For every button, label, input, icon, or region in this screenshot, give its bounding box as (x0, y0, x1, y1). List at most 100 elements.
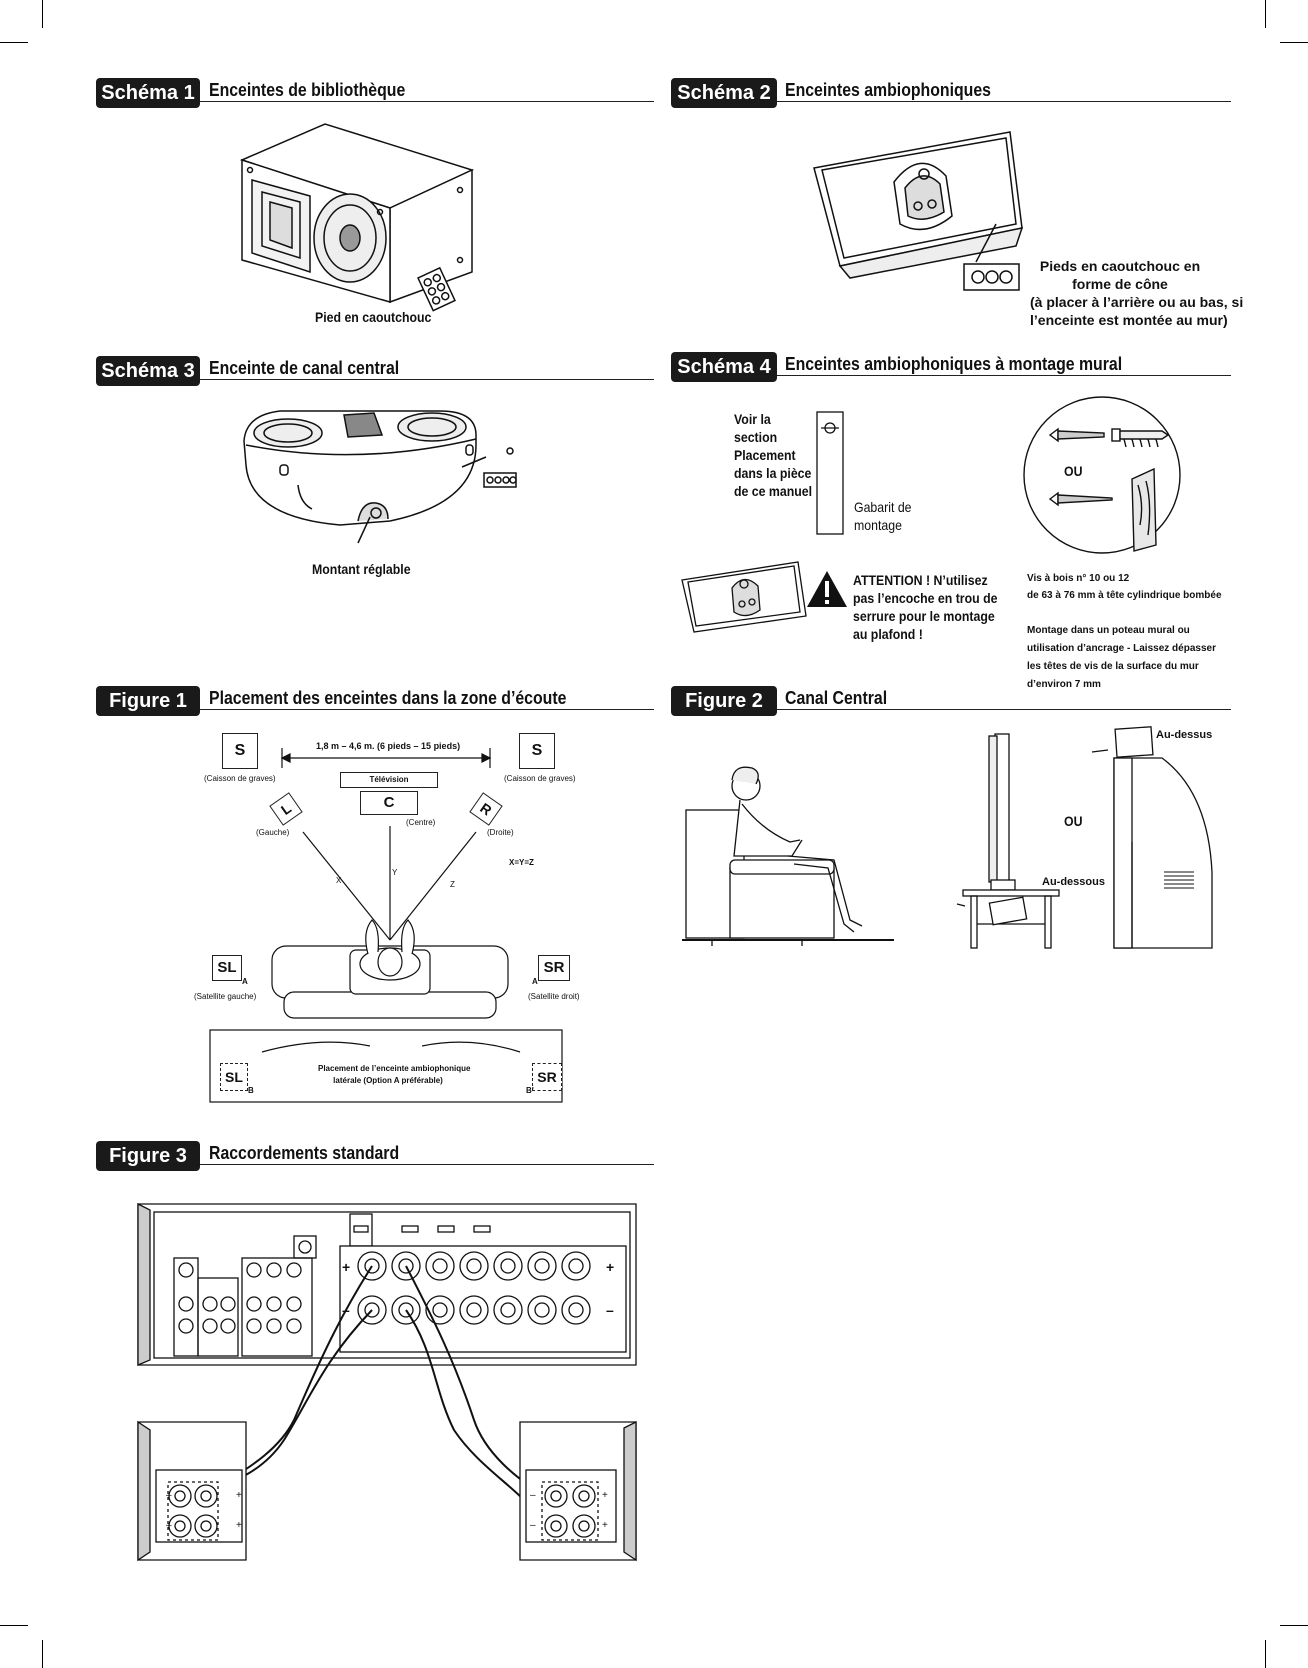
schema2-title: Enceintes ambiophoniques (785, 80, 991, 100)
figure1-sat-droit: (Satellite droit) (528, 992, 580, 1001)
figure1-x: X (336, 876, 342, 885)
figure1-z: Z (450, 880, 455, 889)
schema4-montage: Montage dans un poteau mural ou utilisat… (1027, 622, 1216, 694)
figure3-plus-left: + (342, 1259, 351, 1275)
crop-mark (42, 1640, 43, 1668)
figure1-gauche-label: (Gauche) (256, 828, 290, 837)
schema1-callout: Pied en caoutchouc (315, 309, 432, 325)
figure1-surround-right: SR (538, 955, 570, 981)
schema4-ou: OU (1064, 463, 1083, 479)
figure3-minus-left: – (342, 1302, 350, 1318)
figure3-spk-plus: + (602, 1490, 608, 1501)
screw-detail-illustration (1023, 396, 1181, 554)
schema2-callout-line: l’enceinte est montée au mur) (1030, 312, 1228, 328)
figure1-sub-right: S (519, 733, 555, 769)
figure1-b-left: B (248, 1086, 254, 1095)
schema4-vis-line: Vis à bois n° 10 ou 12 (1027, 573, 1130, 584)
schema4-gabarit-line: Gabarit de (854, 499, 912, 515)
figure3-spk-plus: + (236, 1490, 242, 1501)
schema2-rule (777, 101, 1231, 102)
listening-area-diagram (209, 748, 563, 1103)
center-speaker-illustration (243, 410, 517, 544)
schema4-gabarit-line: montage (854, 517, 902, 533)
schema2-badge: Schéma 2 (671, 78, 777, 108)
figure1-caisson-left: (Caisson de graves) (204, 774, 276, 783)
schema2-callout-line: (à placer à l’arrière ou au bas, si (1030, 294, 1244, 310)
schema2-header: Schéma 2 Enceintes ambiophoniques (671, 78, 1231, 108)
schema4-gabarit: Gabarit de montage (854, 498, 912, 534)
figure1-sub-left: S (222, 733, 258, 769)
schema3-header: Schéma 3 Enceinte de canal central (96, 356, 654, 386)
figure2-badge: Figure 2 (671, 686, 777, 716)
figure2-title: Canal Central (785, 688, 888, 708)
figure1-surround-right-b: SR (532, 1063, 562, 1091)
crop-mark (0, 42, 28, 43)
figure1-b-right: B’ (526, 1086, 534, 1095)
crop-mark (1265, 1640, 1266, 1668)
figure1-placement-line: Placement de l’enceinte ambiophonique (318, 1064, 471, 1073)
schema4-voir-line: section (734, 429, 778, 445)
schema3-title: Enceinte de canal central (209, 358, 400, 378)
crop-mark (0, 1625, 28, 1626)
figure3-badge: Figure 3 (96, 1141, 200, 1171)
schema4-voir-line: de ce manuel (734, 483, 813, 499)
figure1-title: Placement des enceintes dans la zone d’é… (209, 688, 567, 708)
schema4-voir-line: Placement (734, 447, 796, 463)
figure3-title: Raccordements standard (209, 1143, 400, 1163)
receiver-connections-diagram (137, 1202, 637, 1562)
schema4-montage-line: Montage dans un poteau mural ou (1027, 625, 1190, 636)
figure2-rule (777, 709, 1231, 710)
crop-mark (1280, 1625, 1308, 1626)
figure3-spk-minus: – (530, 1520, 536, 1531)
schema1-header: Schéma 1 Enceintes de bibliothèque (96, 78, 654, 108)
figure2-header: Figure 2 Canal Central (671, 686, 1231, 716)
figure1-header: Figure 1 Placement des enceintes dans la… (96, 686, 654, 716)
figure1-rule (200, 709, 654, 710)
figure1-center-speaker: C (360, 791, 418, 815)
schema4-badge: Schéma 4 (671, 352, 777, 382)
figure3-rule (200, 1164, 654, 1165)
schema4-attention-line: serrure pour le montage (853, 608, 995, 624)
figure1-a-left: A (242, 977, 248, 986)
figure1-a-right: A (532, 977, 538, 986)
schema4-vis: Vis à bois n° 10 ou 12 de 63 à 76 mm à t… (1027, 570, 1222, 604)
schema1-rule (200, 101, 654, 102)
figure1-distance: 1,8 m – 4,6 m. (6 pieds – 15 pieds) (316, 741, 461, 751)
figure1-placement: Placement de l’enceinte ambiophonique la… (318, 1063, 471, 1087)
figure1-surround-left: SL (212, 955, 242, 981)
figure1-droite-label: (Droite) (487, 828, 514, 837)
figure1-sat-gauche: (Satellite gauche) (194, 992, 257, 1001)
figure2-dessus: Au-dessus (1156, 729, 1213, 741)
schema4-montage-line: les têtes de vis de la surface du mur (1027, 661, 1199, 672)
figure1-television: Télévision (340, 772, 438, 788)
seated-listener-illustration (682, 766, 894, 946)
surround-speaker-illustration (813, 131, 1024, 291)
figure1-placement-line: latérale (Option A préférable) (333, 1076, 443, 1085)
figure3-spk-plus: + (602, 1520, 608, 1531)
tv-stand-illustration (956, 733, 1060, 949)
figure2-ou: OU (1064, 813, 1083, 829)
schema4-attention-line: ATTENTION ! N’utilisez (853, 572, 988, 588)
figure2-dessous: Au-dessous (1042, 876, 1105, 888)
figure1-surround-left-b: SL (220, 1063, 248, 1091)
schema4-voir-line: dans la pièce (734, 465, 812, 481)
schema3-callout: Montant réglable (312, 561, 411, 577)
figure3-spk-plus: + (236, 1520, 242, 1531)
figure1-y: Y (392, 868, 398, 877)
schema2-callout: Pieds en caoutchouc en forme de cône (à … (1030, 257, 1244, 329)
figure3-header: Figure 3 Raccordements standard (96, 1141, 654, 1171)
schema4-voir-line: Voir la (734, 411, 771, 427)
figure1-caisson-right: (Caisson de graves) (504, 774, 576, 783)
crop-mark (42, 0, 43, 28)
keyhole-speaker-illustration (681, 561, 807, 633)
figure1-xyz: X=Y=Z (509, 858, 534, 867)
schema2-callout-line: Pieds en caoutchouc en (1039, 258, 1201, 274)
figure3-plus-right: + (606, 1259, 615, 1275)
mounting-template-illustration (816, 411, 844, 535)
schema2-callout-line: forme de cône (1072, 276, 1168, 292)
figure3-minus-right: – (606, 1302, 614, 1318)
crop-mark (1280, 42, 1308, 43)
figure3-spk-minus: – (166, 1520, 172, 1531)
figure1-centre-label: (Centre) (406, 818, 436, 827)
schema4-title: Enceintes ambiophoniques à montage mural (785, 354, 1123, 374)
